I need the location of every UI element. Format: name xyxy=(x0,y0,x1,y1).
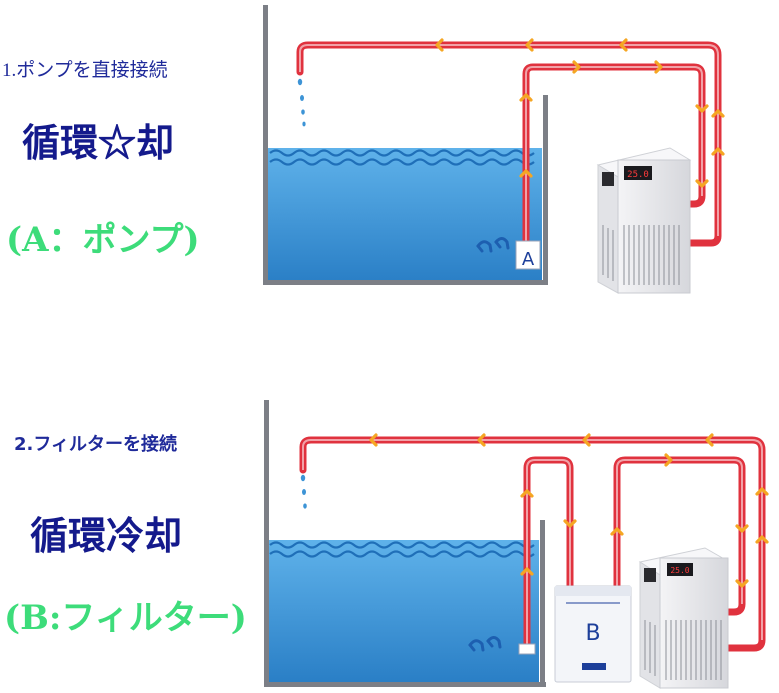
step-2-label: 2.フィルターを接続 xyxy=(14,434,178,455)
water-drips-b xyxy=(300,474,307,509)
filter-b-label: B xyxy=(585,621,600,646)
filter-b: B xyxy=(554,585,632,683)
chiller-a: 25.0 xyxy=(596,147,692,294)
svg-text:25.0: 25.0 xyxy=(627,170,649,180)
water-drips-a xyxy=(297,78,306,127)
pump-a-label: A xyxy=(522,249,535,270)
chiller-b: 25.0 xyxy=(638,547,729,689)
section-a-diagram: A 25.0 xyxy=(263,5,725,294)
section-b-title: 循環冷却 xyxy=(30,513,183,558)
circulation-arrows-a xyxy=(476,237,510,253)
tank-b xyxy=(264,400,546,687)
svg-text:25.0: 25.0 xyxy=(670,566,689,575)
section-a-title: 循環☆却 xyxy=(22,120,175,165)
circulation-arrows-b xyxy=(468,636,502,652)
pump-b xyxy=(518,643,536,655)
pump-a: A xyxy=(515,240,541,270)
step-1-label: 1.ポンプを直接接続 xyxy=(2,60,168,81)
section-b-diagram: B 25.0 xyxy=(264,400,769,689)
tank-a xyxy=(263,5,548,285)
section-b-subtitle: (B:フィルター) xyxy=(4,598,247,638)
section-a-subtitle: (A：ポンプ) xyxy=(6,220,200,260)
